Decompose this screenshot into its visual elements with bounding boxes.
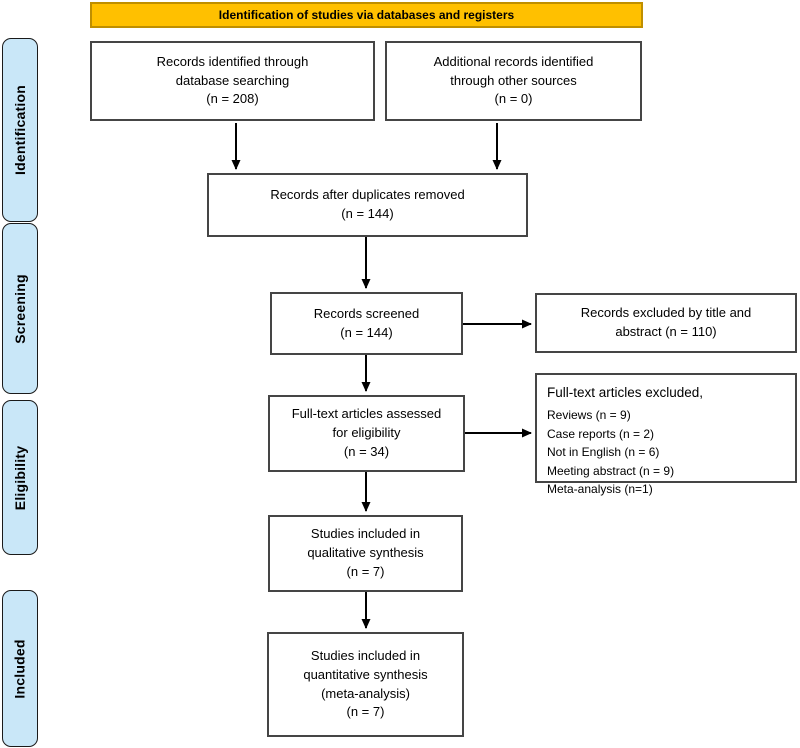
sidebar-stage-identification: Identification: [2, 38, 38, 222]
fulltext-excluded-reason-case-reports: Case reports (n = 2): [547, 426, 655, 441]
box-records-after-duplicates: Records after duplicates removed (n = 14…: [207, 173, 528, 237]
box-additional-records-other-sources: Additional records identified through ot…: [385, 41, 642, 121]
sidebar-stage-eligibility-label: Eligibility: [12, 445, 28, 510]
box-fulltext-assessed: Full-text articles assessed for eligibil…: [268, 395, 465, 472]
sidebar-stage-included: Included: [2, 590, 38, 747]
box-records-excluded-title-abstract: Records excluded by title and abstract (…: [535, 293, 797, 353]
fulltext-excluded-reason-not-english: Not in English (n = 6): [547, 445, 660, 460]
banner-title: Identification of studies via databases …: [90, 2, 643, 28]
sidebar-stage-screening-label: Screening: [12, 273, 28, 344]
fulltext-excluded-reason-reviews: Reviews (n = 9): [547, 407, 631, 422]
sidebar-stage-eligibility: Eligibility: [2, 400, 38, 555]
sidebar-stage-screening: Screening: [2, 223, 38, 394]
fulltext-excluded-heading: Full-text articles excluded,: [547, 385, 704, 400]
sidebar-stage-included-label: Included: [12, 638, 29, 699]
box-records-identified-database: Records identified through database sear…: [90, 41, 375, 121]
box-qualitative-synthesis: Studies included in qualitative synthesi…: [268, 515, 463, 592]
box-quantitative-synthesis: Studies included in quantitative synthes…: [267, 632, 464, 737]
sidebar-stage-identification-label: Identification: [12, 85, 29, 175]
box-fulltext-excluded: Full-text articles excluded, Reviews (n …: [535, 373, 797, 496]
fulltext-excluded-reason-meeting-abstract: Meeting abstract (n = 9): [547, 463, 675, 478]
box-records-screened: Records screened (n = 144): [270, 292, 463, 355]
fulltext-excluded-reason-meta-analysis: Meta-analysis (n=1): [547, 482, 653, 497]
